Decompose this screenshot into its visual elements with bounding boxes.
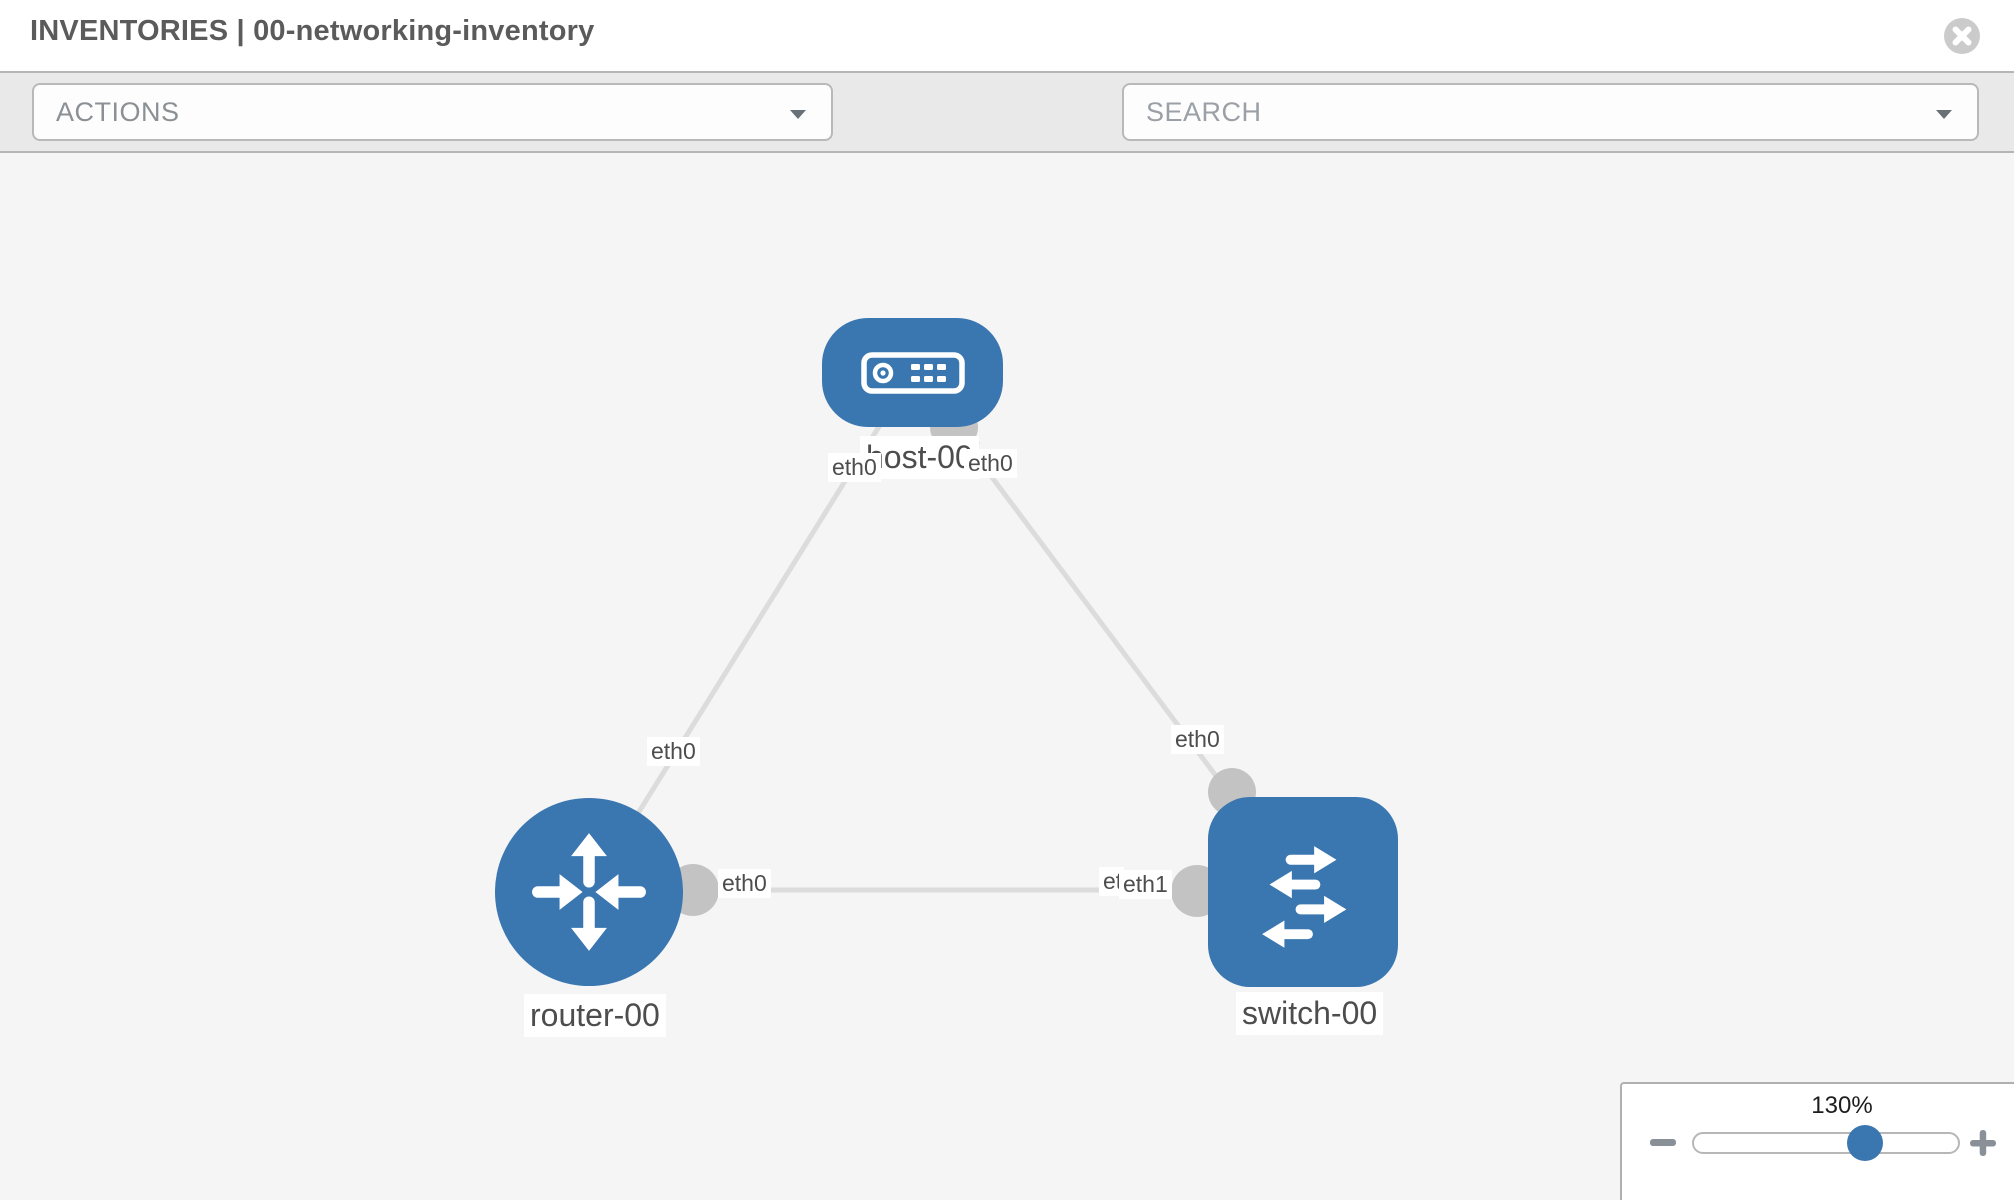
page-title: INVENTORIES | 00-networking-inventory (30, 15, 595, 47)
interface-label: eth1 (1119, 870, 1172, 899)
node-switch-00[interactable] (1208, 797, 1398, 987)
topology-edges (586, 370, 1305, 917)
topology-canvas[interactable]: host-00 router-00 switch-00 eth0 eth0 et… (0, 153, 2014, 1200)
actions-dropdown-label: ACTIONS (56, 96, 180, 127)
plus-icon (1970, 1130, 1996, 1156)
node-router-00[interactable] (495, 798, 683, 986)
chevron-down-icon (790, 110, 806, 119)
node-host-00[interactable] (822, 318, 1003, 427)
search-dropdown[interactable]: SEARCH (1122, 83, 1979, 141)
interface-label: eth0 (718, 869, 771, 898)
interface-label: eth0 (828, 453, 881, 482)
toolbar: ACTIONS (0, 71, 2014, 205)
interface-label: eth0 (964, 449, 1017, 478)
close-icon (1952, 26, 1972, 46)
header: INVENTORIES | 00-networking-inventory (0, 0, 2014, 71)
node-label-router: router-00 (524, 994, 666, 1037)
server-icon (860, 351, 965, 394)
zoom-slider-handle[interactable] (1847, 1125, 1883, 1161)
search-placeholder: SEARCH (1146, 96, 1262, 127)
zoom-panel: 130% (1620, 1082, 2014, 1200)
zoom-slider-track[interactable] (1692, 1132, 1960, 1154)
router-icon (532, 833, 646, 951)
switch-icon (1262, 846, 1347, 948)
chevron-down-icon (1936, 110, 1952, 119)
interface-label: eth0 (1171, 725, 1224, 754)
node-label-switch: switch-00 (1236, 992, 1384, 1035)
zoom-out-button[interactable] (1650, 1139, 1676, 1146)
interface-label: eth0 (647, 737, 700, 766)
zoom-percentage: 130% (1811, 1092, 1873, 1119)
close-button[interactable] (1944, 18, 1980, 54)
actions-dropdown[interactable]: ACTIONS (32, 83, 833, 141)
zoom-in-button[interactable] (1970, 1130, 1996, 1156)
